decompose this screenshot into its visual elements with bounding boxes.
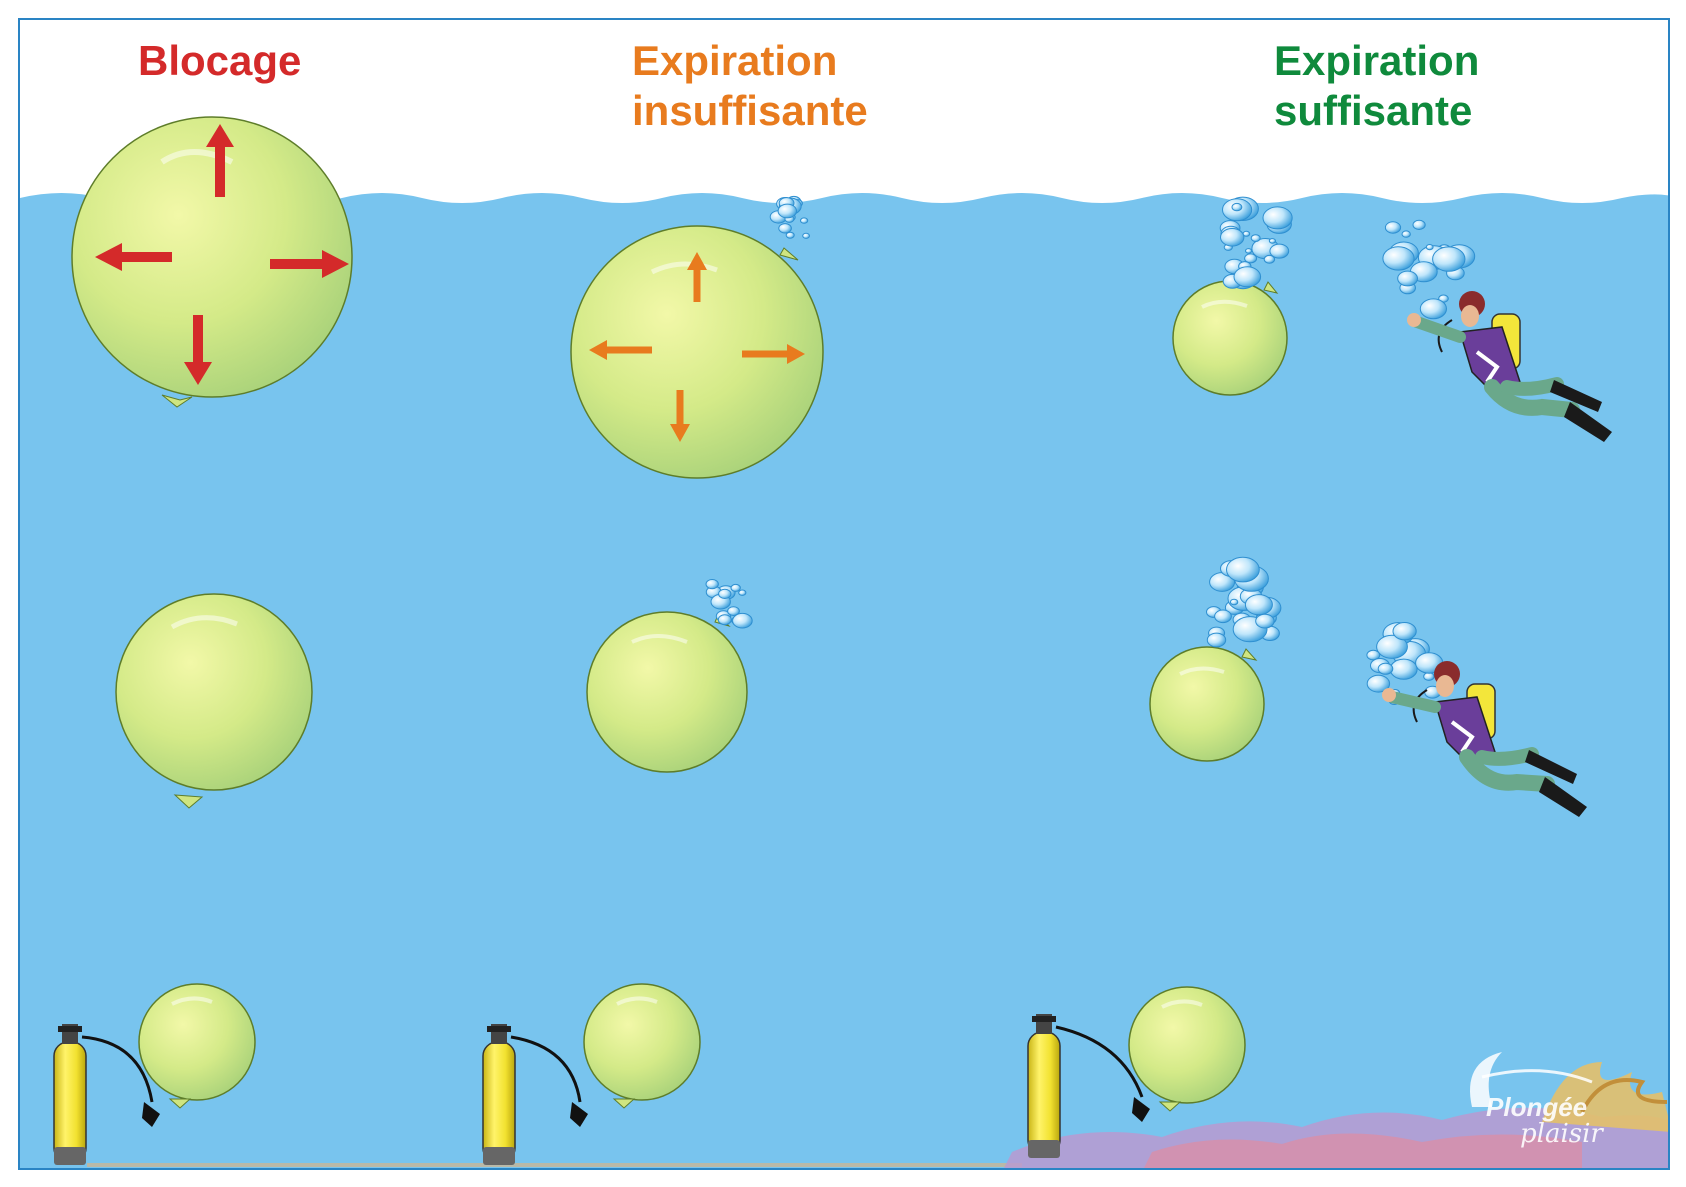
bubble: [1206, 632, 1227, 648]
bubble: [1376, 634, 1408, 659]
title-expiration-insuffisante: Expiration insuffisante: [632, 36, 868, 136]
diver-2: [1382, 661, 1587, 817]
bubble: [778, 223, 792, 234]
bubble: [1255, 613, 1275, 629]
diagram-frame: Plongée plaisir: [18, 18, 1670, 1170]
bubble: [1214, 609, 1232, 624]
bubble: [727, 606, 740, 616]
title-insuffisante-line1: Expiration: [632, 37, 838, 84]
bubble: [1425, 244, 1434, 251]
title-insuffisante-line2: insuffisante: [632, 87, 868, 134]
logo-line1: Plongée: [1486, 1092, 1587, 1122]
bubble: [785, 231, 795, 239]
balloon-blocage-mid: [115, 593, 313, 809]
bubble: [705, 579, 719, 590]
bubble: [1401, 230, 1411, 238]
bubble: [718, 588, 732, 600]
balloon-suffisante-mid: [1149, 646, 1265, 762]
title-expiration-suffisante: Expiration suffisante: [1274, 36, 1479, 136]
scuba-tank-2: [482, 1024, 588, 1165]
title-blocage: Blocage: [138, 36, 301, 86]
diver-1: [1407, 291, 1612, 442]
balloon-insuffisante-mid: [586, 611, 748, 773]
balloon-suffisante-bottom: [1128, 986, 1246, 1112]
bubble: [1269, 243, 1290, 259]
bubble: [1419, 298, 1448, 320]
bubble: [1226, 556, 1260, 583]
balloon-blocage-surface: [71, 116, 353, 408]
underwater-scene: Plongée plaisir: [20, 116, 1668, 1168]
scuba-tank-3: [1027, 1014, 1150, 1158]
bubble: [1382, 246, 1415, 271]
title-blocage-text: Blocage: [138, 37, 302, 84]
plongee-plaisir-logo: Plongée plaisir: [1470, 1052, 1604, 1149]
pressure-arrows-orange: [589, 252, 805, 442]
bubble: [1229, 598, 1239, 606]
balloon-insuffisante-bottom: [583, 983, 701, 1109]
bubble: [717, 614, 732, 626]
bubble: [1244, 594, 1273, 616]
bubble: [1244, 253, 1258, 264]
bubble: [738, 589, 747, 596]
bubble: [1263, 254, 1276, 264]
air-bubbles: [705, 195, 1476, 705]
bubble: [1262, 206, 1293, 230]
title-suffisante-line1: Expiration: [1274, 37, 1480, 84]
bubble: [1231, 202, 1243, 212]
bubble: [1412, 219, 1426, 230]
scuba-tank-1: [53, 1024, 160, 1165]
balloon-blocage-bottom: [138, 983, 256, 1109]
bubble: [1377, 662, 1394, 675]
coral-reef: [1004, 1062, 1668, 1168]
bubble: [1233, 266, 1262, 288]
bubble: [1250, 234, 1261, 243]
water: [20, 193, 1668, 1168]
bubble: [1392, 622, 1417, 641]
balloon-insuffisante-surface: [570, 225, 824, 479]
bubble: [1366, 674, 1391, 693]
bubble: [1389, 658, 1418, 680]
bubble: [1397, 270, 1418, 287]
bubble: [1268, 238, 1277, 244]
bubble: [730, 583, 741, 592]
bubble: [800, 217, 809, 224]
bubble: [1366, 649, 1381, 661]
bubble: [732, 612, 753, 629]
title-suffisante-line2: suffisante: [1274, 87, 1473, 134]
bubble: [1220, 228, 1245, 247]
bubble: [1245, 248, 1253, 254]
pressure-arrows-red: [95, 124, 349, 385]
logo-line2: plaisir: [1520, 1119, 1604, 1149]
bubble: [802, 232, 810, 239]
bubble: [1384, 221, 1402, 234]
bubble: [1423, 672, 1435, 681]
bubble: [777, 203, 797, 219]
bubble: [1432, 246, 1466, 272]
balloon-suffisante-surface: [1172, 280, 1288, 396]
